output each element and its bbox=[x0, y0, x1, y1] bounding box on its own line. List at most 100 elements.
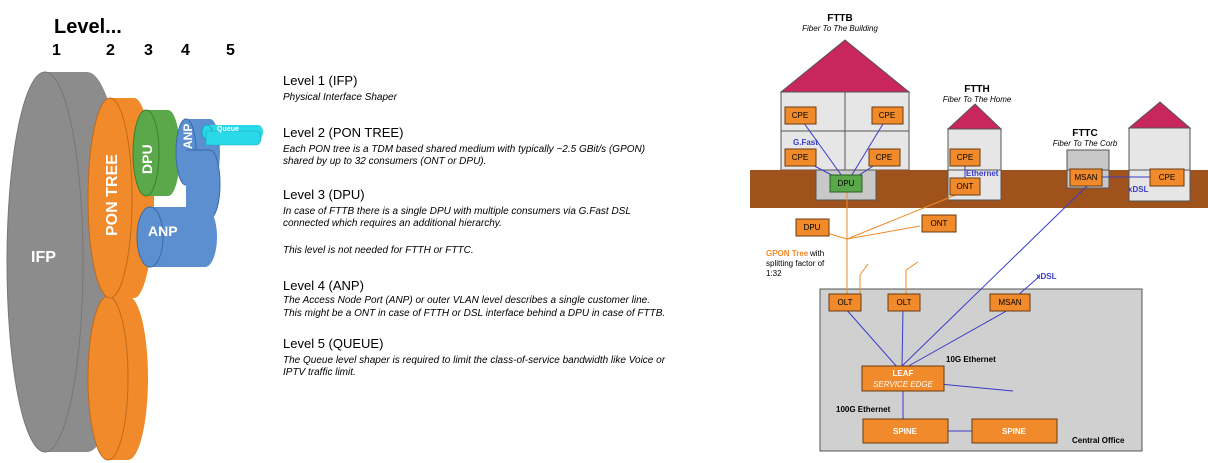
anp-top-label: ANP bbox=[181, 124, 195, 149]
pon-tree-label: PON TREE bbox=[104, 154, 121, 236]
gpon-note-line: splitting factor of bbox=[766, 259, 825, 268]
level-3-desc-line: This level is not needed for FTTH or FTT… bbox=[283, 245, 474, 256]
msan-node-co[interactable]: MSAN bbox=[989, 293, 1031, 312]
dpu-node-label: DPU bbox=[838, 179, 855, 188]
xdsl-fttc-label: xDSL bbox=[1128, 185, 1149, 194]
spare-fiber bbox=[905, 261, 919, 295]
cpe-label: CPE bbox=[879, 111, 895, 120]
ftth-subtitle: Fiber To The Home bbox=[943, 95, 1012, 104]
olt-label: OLT bbox=[838, 298, 853, 307]
fttb-subtitle: Fiber To The Building bbox=[802, 24, 878, 33]
cpe-label: CPE bbox=[957, 153, 973, 162]
cpe-label: CPE bbox=[792, 153, 808, 162]
ftth-roof bbox=[946, 103, 1003, 130]
cpe-fttb-bottom-right[interactable]: CPE bbox=[868, 148, 901, 167]
spine-label: SPINE bbox=[893, 427, 918, 436]
level-5-desc-line: The Queue level shaper is required to li… bbox=[283, 355, 666, 366]
cpe-fttb-top-left[interactable]: CPE bbox=[784, 106, 817, 125]
pon-lower-cylinder bbox=[87, 295, 129, 461]
gpon-note-line: 1:32 bbox=[766, 269, 782, 278]
ifp-cylinder-face bbox=[6, 71, 84, 453]
dpu-cylinder bbox=[132, 109, 160, 197]
cpe-ftth[interactable]: CPE bbox=[949, 148, 981, 167]
co-msan-leaf-link bbox=[904, 304, 1018, 369]
level-4-desc-line: The Access Node Port (ANP) or outer VLAN… bbox=[283, 295, 650, 306]
anp-bottom-label: ANP bbox=[148, 223, 178, 239]
cpe-fttc[interactable]: CPE bbox=[1149, 168, 1185, 187]
level-number-2: 2 bbox=[106, 42, 115, 59]
leaf-service-edge-node[interactable]: LEAF SERVICE EDGE bbox=[861, 365, 945, 392]
level-number-1: 1 bbox=[52, 42, 61, 59]
level-2-title: Level 2 (PON TREE) bbox=[283, 125, 403, 140]
msan-fttc[interactable]: MSAN bbox=[1069, 168, 1103, 187]
fttc-roof bbox=[1127, 101, 1192, 129]
olt-leaf-link bbox=[844, 307, 899, 369]
eth-100g-label: 100G Ethernet bbox=[836, 405, 891, 414]
level-1-desc-line: Physical Interface Shaper bbox=[283, 92, 398, 103]
level-5-title: Level 5 (QUEUE) bbox=[283, 336, 383, 351]
msan-label: MSAN bbox=[1074, 173, 1097, 182]
central-office-label: Central Office bbox=[1072, 436, 1125, 445]
level-3-desc-line: connected which requires an additional h… bbox=[283, 218, 502, 229]
ftth-title: FTTH bbox=[964, 84, 990, 95]
spare-fiber bbox=[859, 263, 869, 295]
fttb-roof bbox=[779, 39, 911, 93]
gpon-to-ont bbox=[846, 225, 921, 240]
level-3-desc-line: In case of FTTB there is a single DPU wi… bbox=[283, 206, 631, 217]
ont-label: ONT bbox=[931, 219, 948, 228]
olt-node-1[interactable]: OLT bbox=[828, 293, 862, 312]
olt-label: OLT bbox=[897, 298, 912, 307]
fttc-subtitle: Fiber To The Corb bbox=[1053, 139, 1118, 148]
level-5-desc-line: IPTV traffic limit. bbox=[283, 367, 356, 378]
cylinder-hierarchy: IFP PON TREE DPU ANP Queue ANP bbox=[6, 71, 263, 461]
network-diagram: FTTB Fiber To The Building FTTH Fiber To… bbox=[750, 13, 1208, 452]
ont-node-underground[interactable]: ONT bbox=[921, 214, 957, 233]
fttc-house bbox=[1128, 127, 1191, 171]
dpu-node-underground[interactable]: DPU bbox=[795, 218, 830, 237]
olt-leaf-link bbox=[901, 307, 904, 369]
spine-node-2[interactable]: SPINE bbox=[971, 418, 1058, 444]
cpe-fttb-bottom-left[interactable]: CPE bbox=[784, 148, 817, 167]
level-2-desc-line: Each PON tree is a TDM based shared medi… bbox=[283, 144, 645, 155]
dpu-node-fttb[interactable]: DPU bbox=[829, 174, 863, 193]
level-descriptions: Level 1 (IFP) Physical Interface Shaper … bbox=[283, 73, 666, 378]
level-number-4: 4 bbox=[181, 42, 190, 59]
gfast-link bbox=[846, 118, 887, 184]
gpon-note-line: with bbox=[809, 249, 824, 258]
cpe-label: CPE bbox=[792, 111, 808, 120]
dpu-label: DPU bbox=[139, 144, 155, 174]
gpon-tree-label: GPON Tree bbox=[766, 249, 809, 258]
co-msan-xdsl-link bbox=[1016, 275, 1041, 297]
ethernet-label: Ethernet bbox=[966, 169, 999, 178]
spine-node-1[interactable]: SPINE bbox=[862, 418, 949, 444]
ifp-label: IFP bbox=[31, 249, 56, 266]
gfast-label: G.Fast bbox=[793, 138, 818, 147]
level-4-title: Level 4 (ANP) bbox=[283, 278, 364, 293]
dpu-node-label: DPU bbox=[804, 223, 821, 232]
level-3-title: Level 3 (DPU) bbox=[283, 187, 365, 202]
queue-label: Queue bbox=[217, 126, 239, 133]
cpe-fttb-top-right[interactable]: CPE bbox=[871, 106, 904, 125]
cpe-label: CPE bbox=[876, 153, 892, 162]
cpe-label: CPE bbox=[1159, 173, 1175, 182]
level-number-5: 5 bbox=[226, 42, 235, 59]
msan-label: MSAN bbox=[998, 298, 1021, 307]
pon-tree-cylinder bbox=[87, 97, 133, 299]
anp-bottom-body bbox=[150, 207, 217, 267]
leaf-label: LEAF bbox=[893, 369, 914, 378]
fttc-title: FTTC bbox=[1072, 128, 1098, 139]
gfast-link bbox=[800, 118, 848, 184]
anp-bottom-cylinder bbox=[136, 206, 164, 268]
level-header-title: Level... bbox=[54, 16, 122, 38]
msan-to-leaf-link bbox=[899, 184, 1089, 369]
fttb-title: FTTB bbox=[827, 13, 853, 24]
level-4-desc-line: This might be a ONT in case of FTTH or D… bbox=[283, 308, 665, 319]
level-1-title: Level 1 (IFP) bbox=[283, 73, 357, 88]
olt-node-2[interactable]: OLT bbox=[887, 293, 921, 312]
xdsl-co-label: xDSL bbox=[1036, 272, 1057, 281]
ont-ftth[interactable]: ONT bbox=[949, 177, 981, 196]
level-2-desc-line: shared by up to 32 consumers (ONT or DPU… bbox=[283, 156, 486, 167]
eth-10g-label: 10G Ethernet bbox=[946, 355, 996, 364]
gpon-to-ftth-ont bbox=[846, 189, 969, 240]
